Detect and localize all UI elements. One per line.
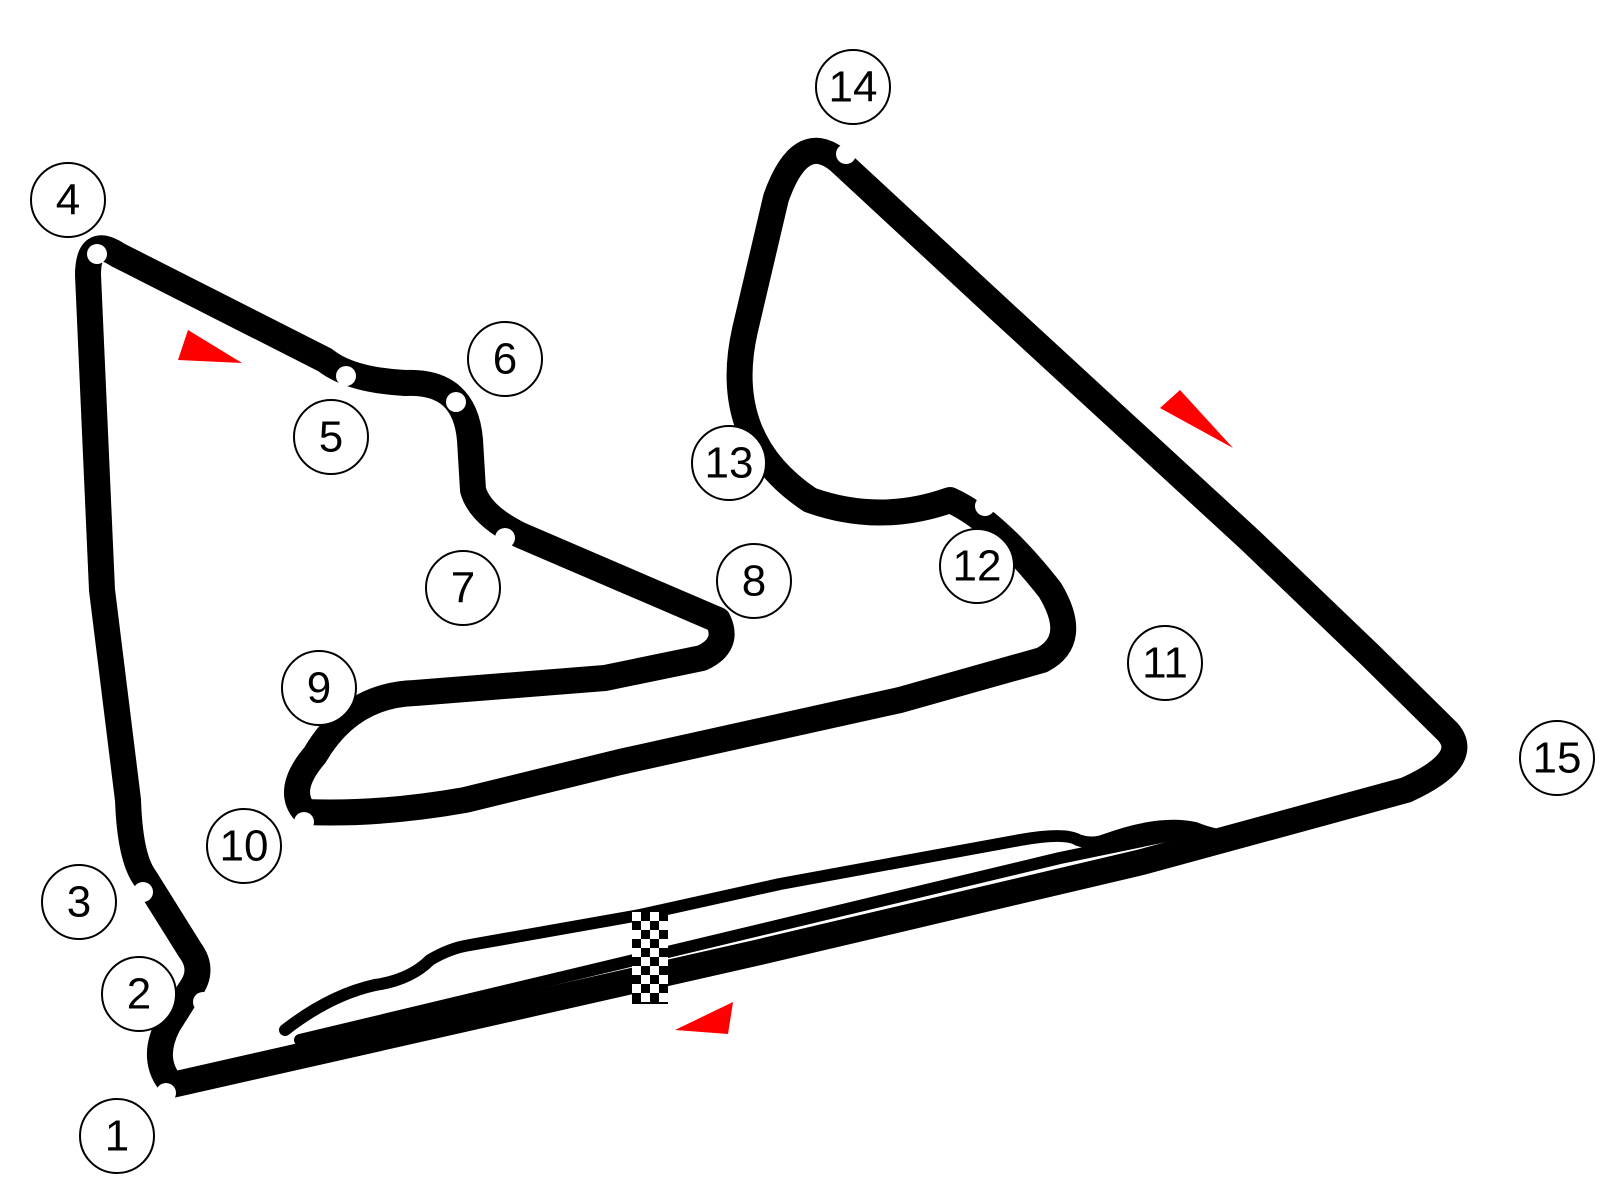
- corner-7: 7: [425, 550, 501, 626]
- corner-13: 13: [691, 425, 767, 501]
- corner-number: 15: [1533, 734, 1582, 783]
- corner-number: 11: [1142, 639, 1188, 688]
- corner-number: 2: [127, 970, 151, 1019]
- corner-number: 1: [105, 1112, 129, 1161]
- corner-4: 4: [30, 162, 106, 238]
- corner-number: 3: [67, 878, 91, 927]
- apex-dot-icon: [193, 992, 213, 1012]
- corner-number: 8: [742, 557, 766, 606]
- apex-dot-icon: [769, 420, 789, 440]
- corner-number: 6: [493, 335, 517, 384]
- corner-14: 14: [815, 49, 891, 125]
- corner-6: 6: [467, 321, 543, 397]
- corner-10: 10: [206, 808, 282, 884]
- apex-dot-icon: [87, 244, 107, 264]
- corner-5: 5: [293, 399, 369, 475]
- main-track: [75, 137, 1468, 1098]
- corner-12: 12: [939, 528, 1015, 604]
- apex-dot-icon: [1086, 644, 1106, 664]
- apex-dot-icon: [495, 528, 515, 548]
- apex-dot-icon: [385, 713, 405, 733]
- apex-dot-icon: [336, 366, 356, 386]
- apex-dot-icon: [446, 392, 466, 412]
- corner-number: 12: [953, 542, 1002, 591]
- apex-dot-icon: [1474, 744, 1494, 764]
- corner-number: 9: [307, 664, 331, 713]
- direction-arrow-icon: [1160, 390, 1233, 448]
- corner-number: 13: [705, 439, 754, 488]
- corner-number: 10: [220, 822, 269, 871]
- inner-loop: [294, 824, 1201, 1046]
- apex-dot-icon: [294, 812, 314, 832]
- corner-8: 8: [716, 543, 792, 619]
- corner-11: 11: [1127, 625, 1203, 701]
- corner-15: 15: [1519, 720, 1595, 796]
- apex-markers: [87, 144, 1494, 1103]
- corner-2: 2: [101, 956, 177, 1032]
- checkered-flag-icon: [632, 912, 668, 1004]
- corner-number: 14: [829, 63, 878, 112]
- apex-dot-icon: [133, 882, 153, 902]
- apex-dot-icon: [836, 144, 856, 164]
- apex-dot-icon: [975, 496, 995, 516]
- corner-number: 7: [451, 564, 475, 613]
- direction-arrow-icon: [675, 1002, 733, 1034]
- corner-1: 1: [79, 1098, 155, 1174]
- corner-number: 4: [56, 176, 80, 225]
- direction-arrow-icon: [178, 330, 242, 363]
- corner-3: 3: [41, 864, 117, 940]
- apex-dot-icon: [736, 644, 756, 664]
- apex-dot-icon: [156, 1083, 176, 1103]
- corner-number: 5: [319, 413, 343, 462]
- corner-9: 9: [281, 650, 357, 726]
